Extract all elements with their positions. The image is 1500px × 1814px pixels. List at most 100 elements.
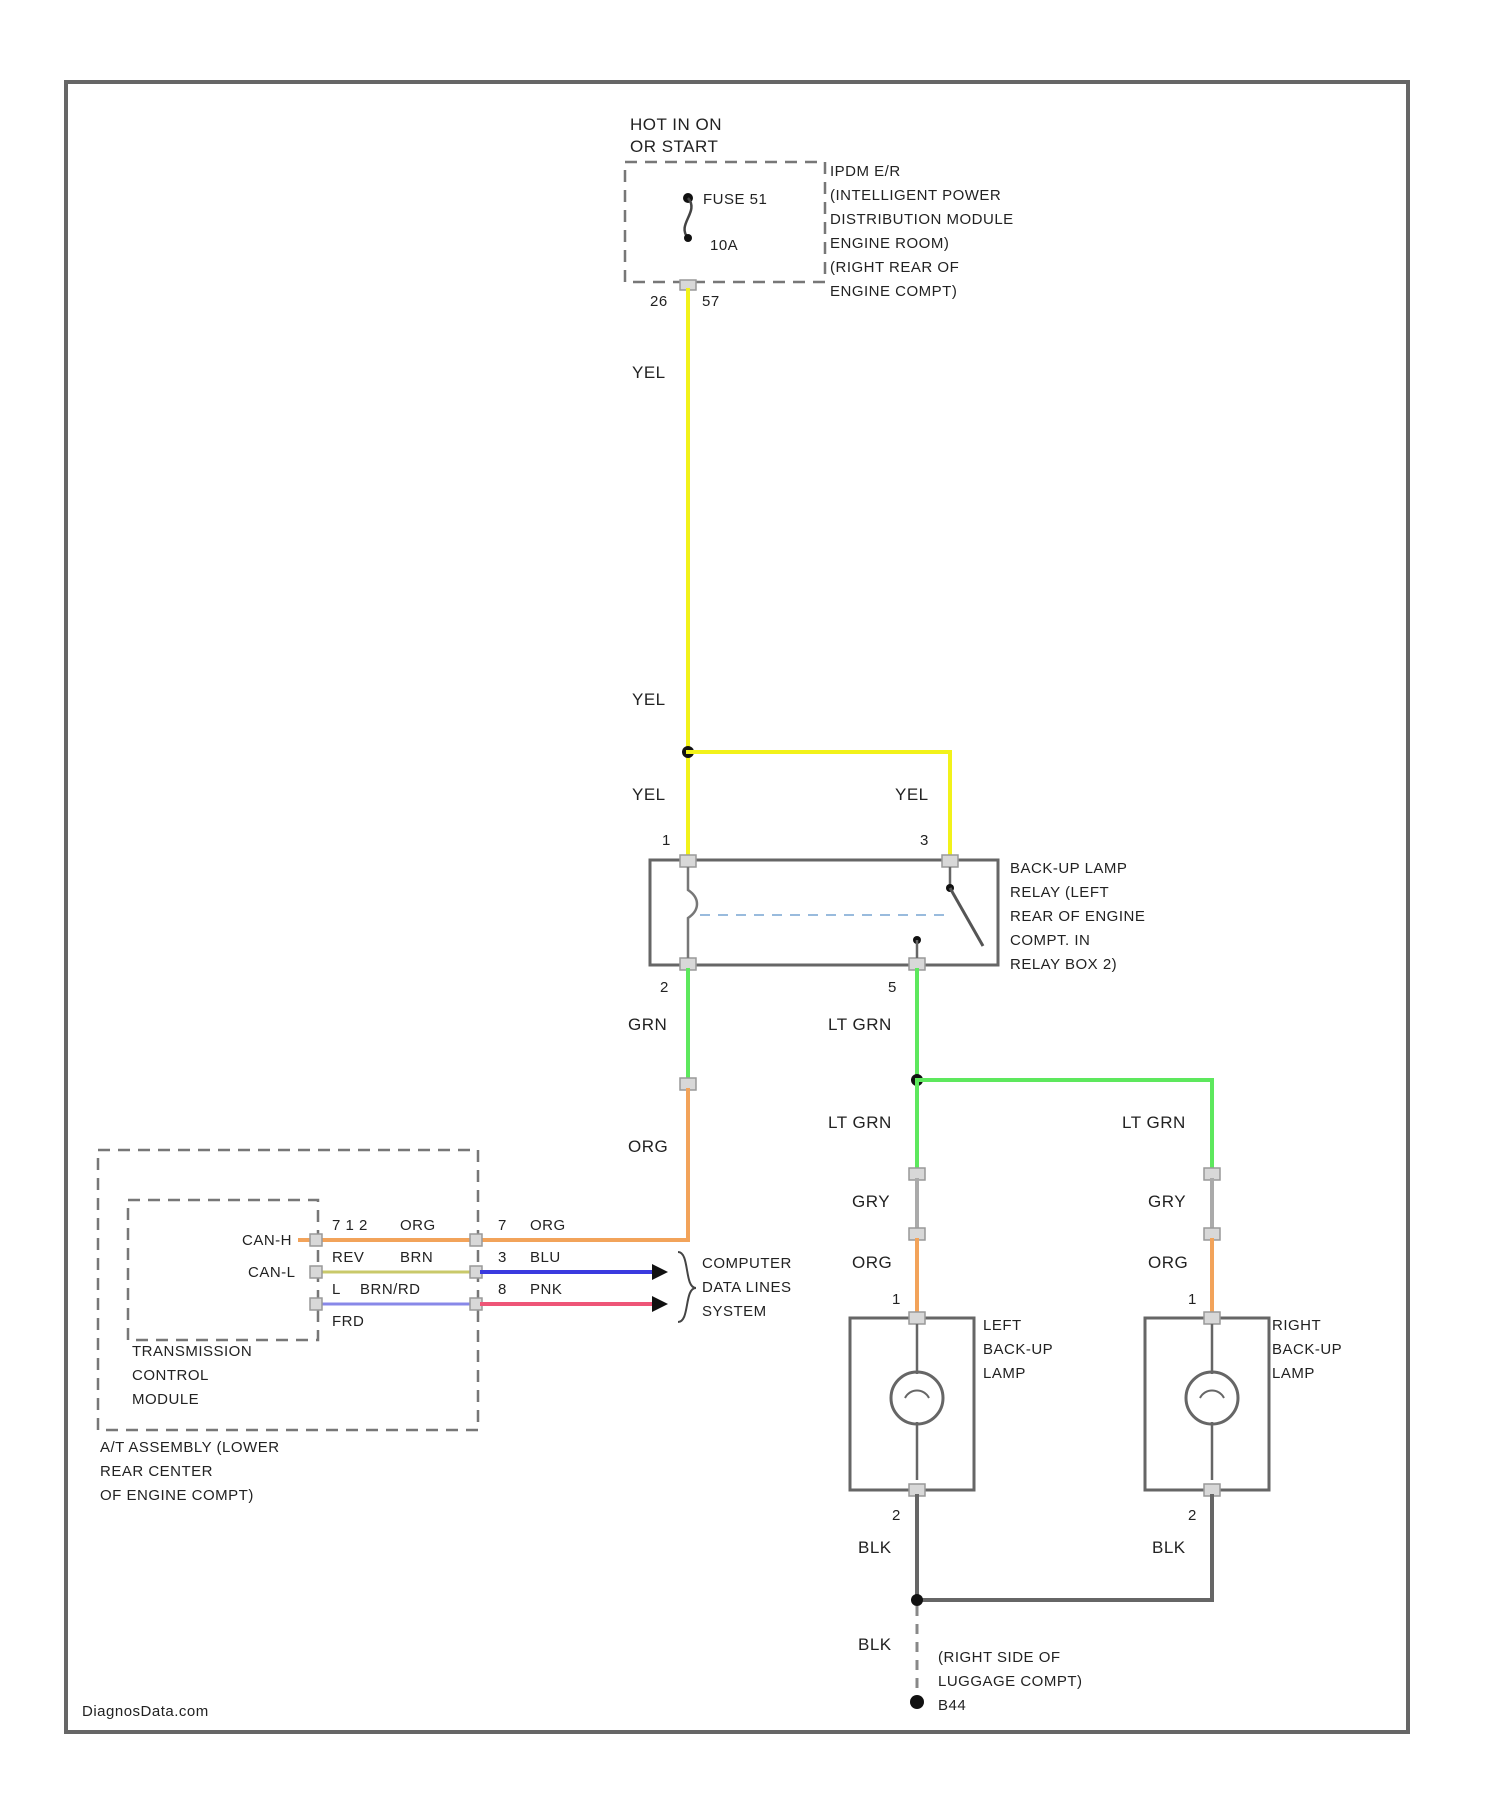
lamp-right-pin-bottom: 2 bbox=[1188, 1507, 1197, 1524]
lamp-left-name: LEFT bbox=[983, 1317, 1022, 1334]
ipdm-line: ENGINE COMPT) bbox=[830, 283, 957, 300]
wire-label-gry-right: GRY bbox=[1148, 1192, 1186, 1211]
tcm-pin-can-h: CAN-H bbox=[242, 1232, 292, 1249]
lamp-left-pin-bottom: 2 bbox=[892, 1507, 901, 1524]
fuse-amp: 10A bbox=[710, 237, 738, 254]
lamp-right-name: RIGHT bbox=[1272, 1317, 1321, 1334]
tcm-outer-box bbox=[98, 1150, 478, 1430]
relay-pin-2: 2 bbox=[660, 979, 669, 996]
relay-line: REAR OF ENGINE bbox=[1010, 908, 1145, 925]
wire-yel-branch bbox=[688, 752, 950, 860]
ground-name: B44 bbox=[938, 1697, 966, 1714]
wire-label-blk-left: BLK bbox=[858, 1538, 892, 1557]
tcm-conn-row2 bbox=[310, 1266, 322, 1278]
tcm-location-line: OF ENGINE COMPT) bbox=[100, 1487, 254, 1504]
relay-line: RELAY BOX 2) bbox=[1010, 956, 1117, 973]
data-lines-line: SYSTEM bbox=[702, 1303, 767, 1320]
data-lines-brace bbox=[678, 1252, 696, 1322]
wire-label-yel-mid: YEL bbox=[632, 690, 666, 709]
tcm-inner-color: ORG bbox=[400, 1217, 436, 1234]
relay-pin-1: 1 bbox=[662, 832, 671, 849]
lamp-left-box bbox=[850, 1318, 974, 1490]
relay-line: BACK-UP LAMP bbox=[1010, 860, 1127, 877]
lamp-right-box bbox=[1145, 1318, 1269, 1490]
fuse-label: FUSE 51 bbox=[703, 191, 767, 208]
splice-blk bbox=[911, 1594, 923, 1606]
ipdm-pin-right: 57 bbox=[702, 293, 720, 310]
lamp-left-pin-top: 1 bbox=[892, 1291, 901, 1308]
tcm-location-line: A/T ASSEMBLY (LOWER bbox=[100, 1439, 280, 1456]
wire-label-blk-right: BLK bbox=[1152, 1538, 1186, 1557]
wire-label-lt-grn-2: LT GRN bbox=[828, 1113, 892, 1132]
tcm-inner-pin: L bbox=[332, 1281, 341, 1298]
arrow-blu bbox=[652, 1264, 668, 1280]
tcm-pin-can-l: CAN-L bbox=[248, 1264, 296, 1281]
wire-label-org-vertical: ORG bbox=[628, 1137, 668, 1156]
lamp-right-pin-top: 1 bbox=[1188, 1291, 1197, 1308]
lamp-right-name: LAMP bbox=[1272, 1365, 1315, 1382]
tcm-outer-pin: 3 bbox=[498, 1249, 507, 1266]
wire-label-gry-left: GRY bbox=[852, 1192, 890, 1211]
lamp-left-bulb bbox=[891, 1372, 943, 1424]
tcm-outer-color: ORG bbox=[530, 1217, 566, 1234]
lamp-left-conn-top bbox=[909, 1312, 925, 1324]
lamp-right-filament bbox=[1200, 1391, 1224, 1399]
tcm-out-conn-row1 bbox=[470, 1234, 482, 1246]
relay-pin-3: 3 bbox=[920, 832, 929, 849]
ipdm-line: IPDM E/R bbox=[830, 163, 901, 180]
ipdm-pin-left: 26 bbox=[650, 293, 668, 310]
wire-label-org-right: ORG bbox=[1148, 1253, 1188, 1272]
footer-watermark: DiagnosData.com bbox=[82, 1703, 209, 1720]
hot-label-line1: HOT IN ON bbox=[630, 115, 722, 134]
ipdm-line: (RIGHT REAR OF bbox=[830, 259, 959, 276]
wire-label-lt-grn-1: LT GRN bbox=[828, 1015, 892, 1034]
ipdm-line: (INTELLIGENT POWER bbox=[830, 187, 1001, 204]
tcm-outer-color: BLU bbox=[530, 1249, 561, 1266]
tcm-outer-pin: 7 bbox=[498, 1217, 507, 1234]
tcm-inner-color: BRN bbox=[400, 1249, 433, 1266]
ipdm-line: DISTRIBUTION MODULE bbox=[830, 211, 1014, 228]
fuse-symbol bbox=[685, 198, 692, 238]
relay-switch-blade bbox=[950, 888, 983, 946]
tcm-name-line: CONTROL bbox=[132, 1367, 209, 1384]
wire-label-yel-left: YEL bbox=[632, 785, 666, 804]
ipdm-description: IPDM E/R (INTELLIGENT POWER DISTRIBUTION… bbox=[830, 163, 1014, 300]
ipdm-box bbox=[625, 162, 825, 282]
lamp-right-bulb bbox=[1186, 1372, 1238, 1424]
tcm-inner-color: BRN/RD bbox=[360, 1281, 421, 1298]
wire-label-yel-top: YEL bbox=[632, 363, 666, 382]
tcm-outer-color: PNK bbox=[530, 1281, 562, 1298]
fuse-bottom-node bbox=[684, 234, 692, 242]
ipdm-line: ENGINE ROOM) bbox=[830, 235, 949, 252]
ground-location: LUGGAGE COMPT) bbox=[938, 1673, 1083, 1690]
wire-label-grn: GRN bbox=[628, 1015, 667, 1034]
relay-conn-1 bbox=[680, 855, 696, 867]
tcm-location-line: REAR CENTER bbox=[100, 1463, 213, 1480]
relay-pin-5: 5 bbox=[888, 979, 897, 996]
relay-coil bbox=[688, 867, 697, 958]
lamp-left-filament bbox=[905, 1391, 929, 1399]
lamp-right-name: BACK-UP bbox=[1272, 1341, 1342, 1358]
tcm-outer-pin: 8 bbox=[498, 1281, 507, 1298]
relay-box bbox=[650, 860, 998, 965]
relay-line: RELAY (LEFT bbox=[1010, 884, 1109, 901]
relay-description: BACK-UP LAMP RELAY (LEFT REAR OF ENGINE … bbox=[1010, 860, 1145, 973]
relay-line: COMPT. IN bbox=[1010, 932, 1090, 949]
lamp-right-conn-top bbox=[1204, 1312, 1220, 1324]
lamp-left-name: BACK-UP bbox=[983, 1341, 1053, 1358]
lamp-left-name: LAMP bbox=[983, 1365, 1026, 1382]
wire-label-blk-ground: BLK bbox=[858, 1635, 892, 1654]
hot-label-line2: OR START bbox=[630, 137, 718, 156]
ground-location: (RIGHT SIDE OF bbox=[938, 1649, 1061, 1666]
tcm-name-line: TRANSMISSION bbox=[132, 1343, 252, 1360]
relay-conn-3 bbox=[942, 855, 958, 867]
data-lines-line: DATA LINES bbox=[702, 1279, 791, 1296]
ground-point bbox=[910, 1695, 924, 1709]
arrow-pnk bbox=[652, 1296, 668, 1312]
tcm-conn-row3 bbox=[310, 1298, 322, 1310]
wire-label-lt-grn-3: LT GRN bbox=[1122, 1113, 1186, 1132]
tcm-inner-pin: REV bbox=[332, 1249, 364, 1266]
tcm-name-line: MODULE bbox=[132, 1391, 199, 1408]
tcm-inner-pin: 7 1 2 bbox=[332, 1217, 368, 1234]
